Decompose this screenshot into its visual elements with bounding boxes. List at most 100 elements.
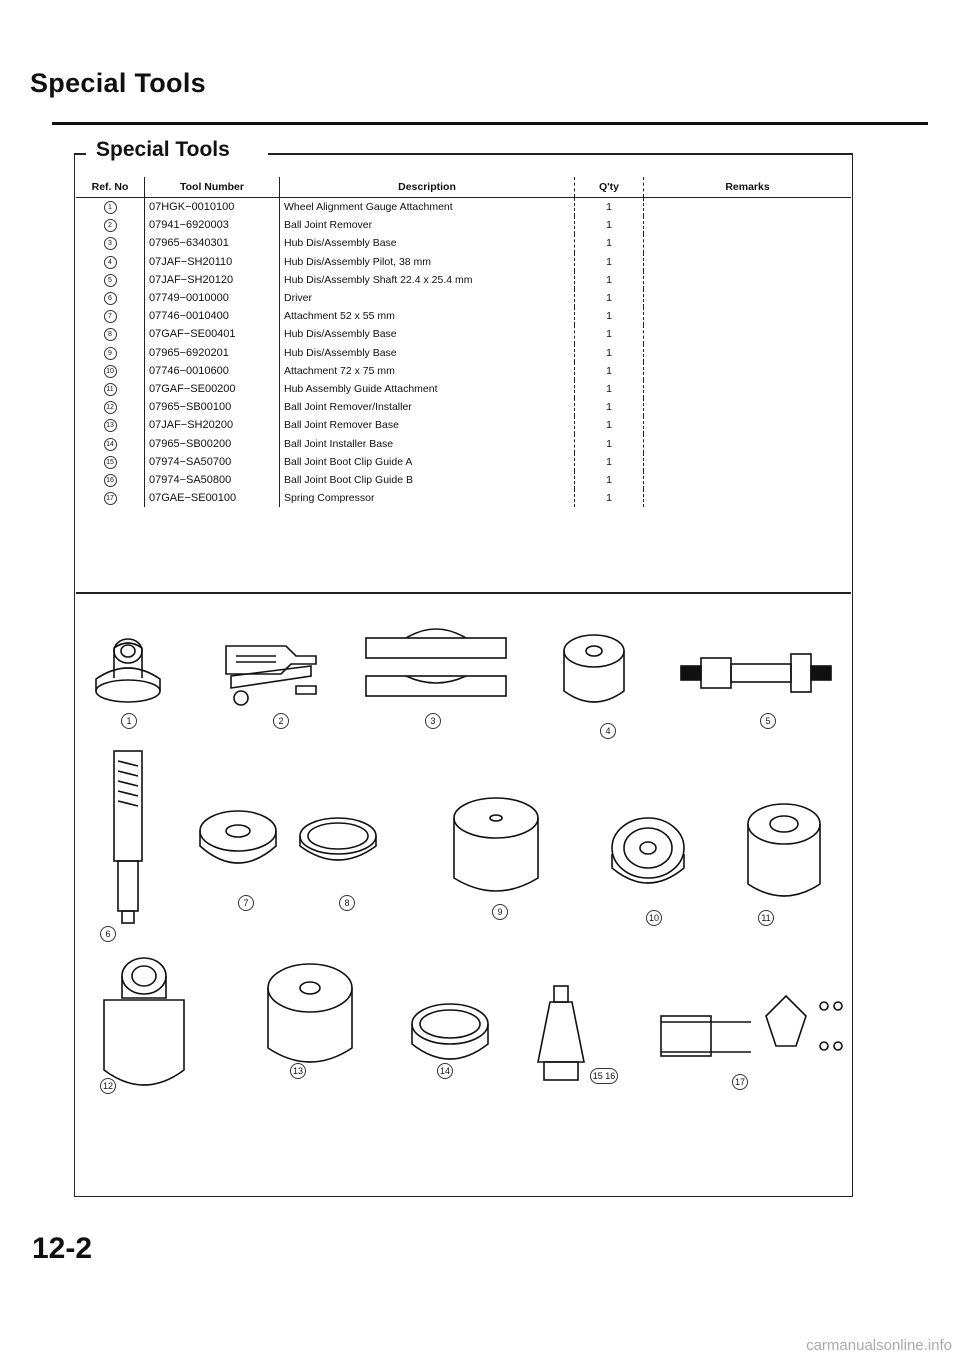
tool-number: 07746−0010400 xyxy=(144,307,280,326)
illustration-label: 2 xyxy=(273,713,289,729)
ref-number: 12 xyxy=(76,398,145,416)
ref-number: 10 xyxy=(76,362,145,380)
tool-number: 07GAF−SE00401 xyxy=(144,325,280,344)
tools-illustrations xyxy=(95,628,843,1086)
page-title: Special Tools xyxy=(30,68,206,98)
illustration-label: 11 xyxy=(758,910,774,926)
remarks xyxy=(644,307,852,325)
remarks xyxy=(644,416,852,434)
page-number: 12-2 xyxy=(32,1232,93,1265)
remarks xyxy=(644,434,852,452)
description: Ball Joint Boot Clip Guide A xyxy=(284,455,413,468)
description: Hub Dis/Assembly Pilot, 38 mm xyxy=(284,255,432,268)
tool-1-illustration xyxy=(95,638,161,703)
tool-number: 07JAF−SH20200 xyxy=(144,416,280,435)
description: Ball Joint Remover/Installer xyxy=(284,401,412,414)
tools-frame xyxy=(74,153,853,1197)
description: Hub Dis/Assembly Base xyxy=(284,346,397,359)
ref-number: 4 xyxy=(76,253,145,271)
ref-circle: 8 xyxy=(103,328,117,342)
illustration-label: 6 xyxy=(100,926,116,942)
quantity: 1 xyxy=(574,398,644,417)
description: Ball Joint Remover xyxy=(284,219,373,232)
section-title: Special Tools xyxy=(90,138,236,162)
remarks xyxy=(644,453,852,471)
illustration-label: 9 xyxy=(492,904,508,920)
tool-number: 07974−SA50700 xyxy=(144,452,280,471)
description: Driver xyxy=(284,292,312,305)
ref-circle: 1 xyxy=(103,201,117,215)
quantity: 1 xyxy=(574,452,644,471)
quantity: 1 xyxy=(574,470,644,489)
illustration-label: 10 xyxy=(646,910,662,926)
table-header-row: Ref. No Tool Number Description Q'ty Rem… xyxy=(76,177,851,198)
remarks xyxy=(644,362,852,380)
quantity: 1 xyxy=(574,270,644,289)
ref-circle: 17 xyxy=(103,492,117,506)
remarks xyxy=(644,289,852,307)
illustration-label: 1 xyxy=(121,713,137,729)
tools-table: Ref. No Tool Number Description Q'ty Rem… xyxy=(76,177,852,508)
tool-number: 07JAF−SH20110 xyxy=(144,252,280,271)
description: Attachment 72 x 75 mm xyxy=(284,364,395,377)
header-remarks: Remarks xyxy=(643,177,851,198)
remarks xyxy=(644,234,852,252)
ref-circle: 5 xyxy=(103,273,117,287)
quantity: 1 xyxy=(574,489,644,508)
ref-number: 11 xyxy=(76,380,145,398)
ref-circle: 12 xyxy=(103,401,117,415)
header-rule xyxy=(52,122,928,125)
illustration-label: 3 xyxy=(425,713,441,729)
remarks xyxy=(644,253,852,271)
tool-number: 07GAE−SE00100 xyxy=(144,489,280,508)
ref-number: 1 xyxy=(76,198,145,217)
description: Hub Dis/Assembly Base xyxy=(284,237,397,250)
tool-2-illustration xyxy=(225,645,317,706)
tool-number: 07GAF−SE00200 xyxy=(144,379,280,399)
tool-number: 07974−SA50800 xyxy=(144,470,280,489)
remarks xyxy=(644,216,852,234)
ref-number: 15 xyxy=(76,453,145,471)
ref-number: 3 xyxy=(76,234,145,252)
quantity: 1 xyxy=(574,434,644,453)
illustration-label: 5 xyxy=(760,713,776,729)
description: Ball Joint Boot Clip Guide B xyxy=(284,473,413,486)
ref-number: 2 xyxy=(76,216,145,234)
tool-11-illustration xyxy=(747,803,821,897)
remarks xyxy=(644,325,852,343)
description: Hub Dis/Assembly Base xyxy=(284,328,397,341)
ref-number: 5 xyxy=(76,271,145,289)
description: Spring Compressor xyxy=(284,492,375,505)
tool-9-illustration xyxy=(453,797,539,892)
ref-number: 7 xyxy=(76,307,145,325)
ref-circle: 10 xyxy=(103,364,117,378)
ref-circle: 14 xyxy=(103,437,117,451)
frame-top-right xyxy=(268,153,852,155)
ref-circle: 9 xyxy=(103,346,117,360)
tool-number: 07965−6920201 xyxy=(144,343,280,362)
tool-13-illustration xyxy=(267,963,353,1063)
tool-number: 07965−SB00200 xyxy=(144,434,280,453)
tool-6-illustration xyxy=(113,750,143,924)
illustration-label: 12 xyxy=(100,1078,116,1094)
tool-17-illustration xyxy=(660,994,843,1057)
illustration-label: 17 xyxy=(732,1074,748,1090)
quantity: 1 xyxy=(574,252,644,271)
remarks xyxy=(644,398,852,416)
quantity: 1 xyxy=(574,288,644,308)
illustration-label: 14 xyxy=(437,1063,453,1079)
description: Hub Assembly Guide Attachment xyxy=(284,382,438,395)
description: Ball Joint Installer Base xyxy=(284,437,394,450)
frame-top-left xyxy=(74,153,86,155)
description: Ball Joint Remover Base xyxy=(284,419,399,432)
tool-12-illustration xyxy=(103,957,185,1086)
